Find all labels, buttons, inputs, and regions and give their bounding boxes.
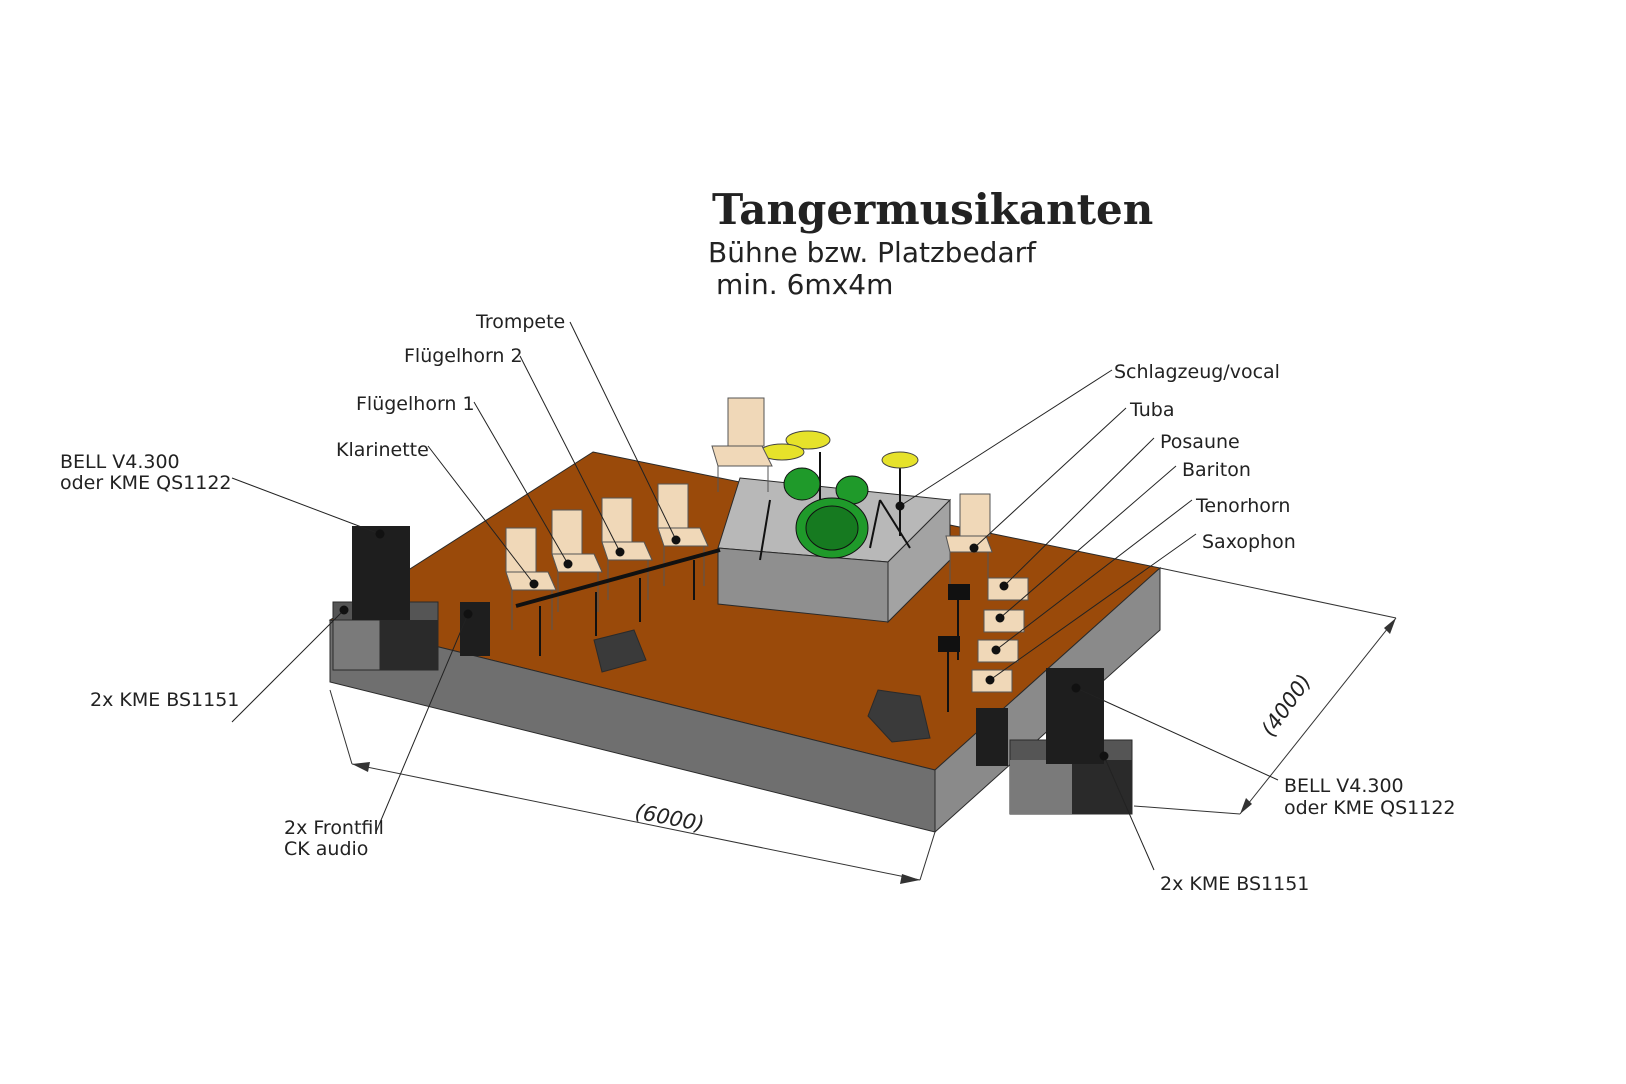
frontfill-right-speaker-icon xyxy=(976,708,1008,766)
monitor-wedge-icon xyxy=(593,629,647,673)
right-chairs xyxy=(938,493,1029,712)
label-speaker-left-line2: oder KME QS1122 xyxy=(60,472,232,494)
chair-icon xyxy=(601,497,653,600)
monitor-wedge-icon xyxy=(867,689,931,743)
label-frontfill-line1: 2x Frontfill xyxy=(284,817,384,839)
chair-icon xyxy=(983,609,1025,633)
diagram-subtitle-line2: min. 6mx4m xyxy=(716,268,893,301)
label-tuba: Tuba xyxy=(1129,399,1174,421)
music-stand-icon xyxy=(515,548,721,656)
chair-icon xyxy=(657,483,709,586)
label-saxophon: Saxophon xyxy=(1202,531,1296,553)
speaker-icon xyxy=(1046,668,1104,764)
chair-icon xyxy=(505,527,557,630)
chair-icon xyxy=(711,397,773,492)
label-klarinette: Klarinette xyxy=(336,439,429,461)
diagram-subtitle-line1: Bühne bzw. Platzbedarf xyxy=(708,236,1037,269)
diagram-title: Tangermusikanten xyxy=(712,185,1153,234)
label-speaker-left-line1: BELL V4.300 xyxy=(60,451,180,473)
drum-kit-icon xyxy=(759,430,919,561)
label-bariton: Bariton xyxy=(1182,459,1251,481)
label-speaker-right-line1: BELL V4.300 xyxy=(1284,775,1404,797)
label-frontfill-line2: CK audio xyxy=(284,838,368,860)
label-fluegelhorn-2: Flügelhorn 2 xyxy=(404,345,523,367)
chair-icon xyxy=(945,493,993,586)
label-sub-left: 2x KME BS1151 xyxy=(90,689,239,711)
leader-lines xyxy=(231,321,1279,871)
frontfill-left-speaker-icon xyxy=(460,602,490,656)
label-schlagzeug: Schlagzeug/vocal xyxy=(1114,361,1280,383)
label-posaune: Posaune xyxy=(1160,431,1240,453)
label-tenorhorn: Tenorhorn xyxy=(1195,495,1290,517)
chair-icon xyxy=(551,509,603,612)
speaker-icon xyxy=(352,526,410,620)
left-chairs xyxy=(505,483,721,656)
label-trompete: Trompete xyxy=(475,311,565,333)
left-speaker-stack xyxy=(332,526,439,671)
dimension-width-label: (6000) xyxy=(633,799,706,836)
sub-left-icon xyxy=(332,619,381,671)
label-speaker-right-line2: oder KME QS1122 xyxy=(1284,797,1456,819)
label-fluegelhorn-1: Flügelhorn 1 xyxy=(356,393,475,415)
chair-icon xyxy=(987,577,1029,601)
leader-dots xyxy=(339,501,1109,761)
music-stand-icon xyxy=(938,584,970,712)
sub-right-icon xyxy=(1010,760,1072,814)
label-sub-right: 2x KME BS1151 xyxy=(1160,873,1309,895)
